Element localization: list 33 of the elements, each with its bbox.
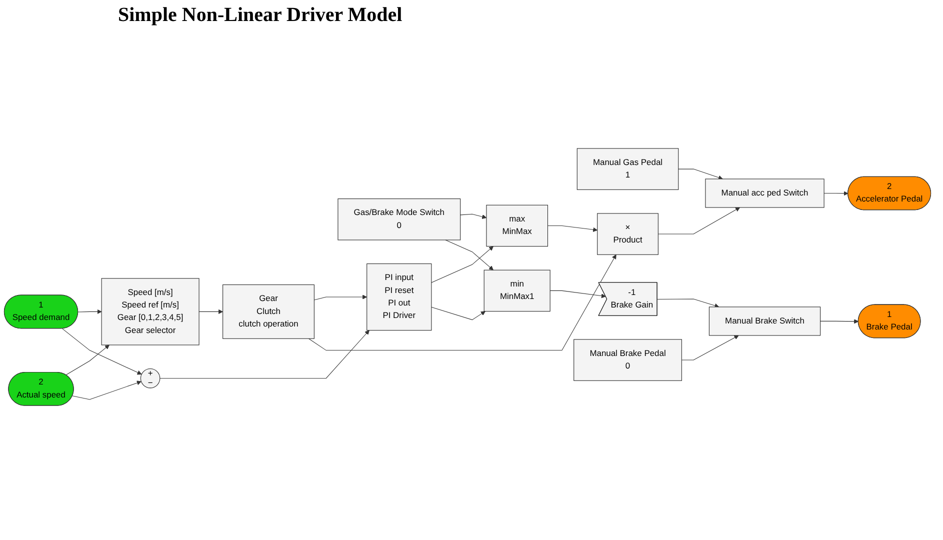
node-box: Gas/Brake Mode Switch 0 (338, 198, 461, 240)
node-box: PI input PI reset PI out PI Driver (366, 263, 432, 331)
arrow (72, 380, 142, 400)
node-box: min MinMax1 (484, 270, 550, 312)
node-box: Manual Brake Pedal 0 (574, 339, 682, 381)
arrow (198, 309, 224, 314)
node-box: max MinMax (486, 204, 548, 247)
node-box: Gear Clutch clutch operation (222, 284, 314, 339)
node-box: Manual Gas Pedal 1 (576, 148, 679, 190)
arrow (78, 309, 102, 314)
arrow (460, 214, 487, 219)
arrow (824, 191, 848, 196)
node-box: Manual Brake Switch (708, 306, 821, 336)
arrow (160, 330, 370, 379)
arrow (431, 246, 494, 283)
arrow (431, 306, 486, 320)
diagram-title: Simple Non-Linear Driver Model (118, 4, 404, 27)
arrow (550, 290, 606, 298)
arrow (445, 240, 494, 270)
arrow (678, 168, 723, 180)
arrow (820, 319, 859, 324)
node-box: Manual acc ped Switch (705, 178, 824, 208)
arrow (658, 207, 740, 234)
arrow (657, 298, 720, 308)
node-box: × Product (597, 213, 658, 255)
arrow (62, 328, 142, 375)
arrow (314, 294, 368, 300)
arrow (681, 335, 739, 360)
arrow (308, 254, 616, 351)
arrow (547, 225, 598, 232)
node-circle: + − (140, 368, 160, 388)
node-box: Speed [m/s] Speed ref [m/s] Gear [0,1,2,3,4,5] Gear selector (101, 278, 200, 346)
arrow (66, 344, 110, 376)
